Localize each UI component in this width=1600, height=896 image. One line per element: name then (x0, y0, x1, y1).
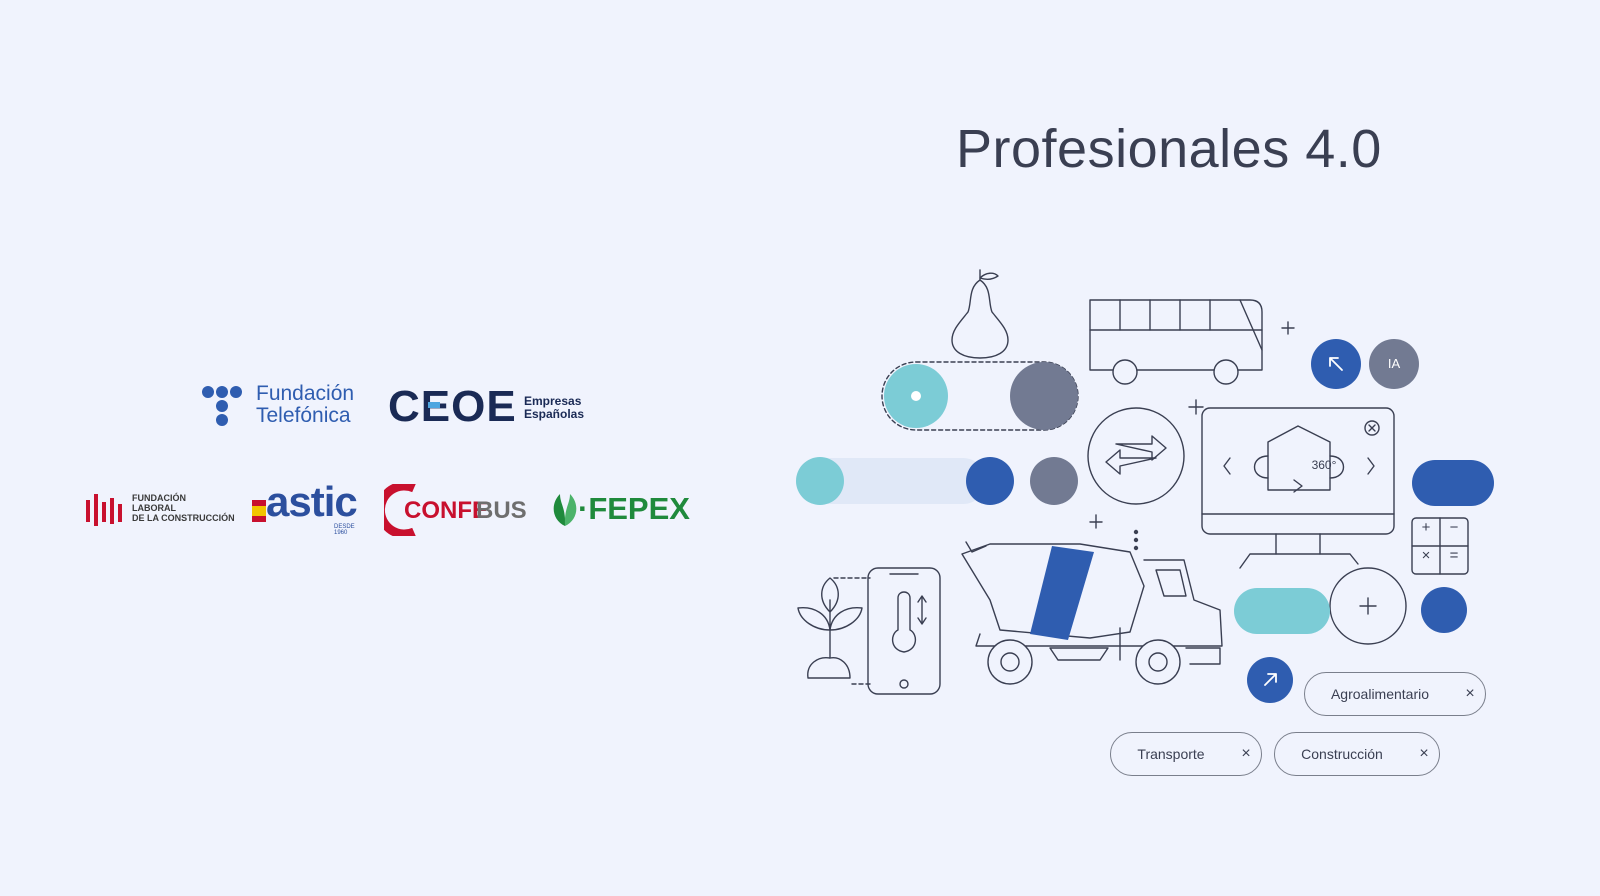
sector-illustration (796, 269, 1494, 703)
fundacion-laboral-line3: DE LA CONSTRUCCIÓN (132, 513, 235, 523)
pear-icon (951, 269, 1009, 359)
blue-pill (1412, 460, 1494, 506)
calc-minus: − (1449, 519, 1459, 536)
chip-construccion[interactable]: Construcción × (1274, 732, 1440, 776)
progress-track (796, 458, 986, 504)
chip-label: Agroalimentario (1330, 686, 1430, 702)
arrow-up-left-icon (1329, 357, 1343, 371)
fepex-leaf-icon (553, 494, 577, 526)
progress-start-dot (796, 457, 844, 505)
astic-sub: DESDE 1960 (334, 524, 355, 536)
page-title: Profesionales 4.0 (956, 119, 1382, 179)
ceoe-logo: CEOE Empresas Españolas (388, 382, 598, 438)
confebus-wordmark-gray: BUS (476, 497, 527, 524)
close-icon[interactable]: × (1465, 685, 1475, 702)
progress-end-dot (966, 457, 1014, 505)
cement-truck-icon (961, 529, 1223, 685)
gray-toggle-knob (1010, 362, 1078, 430)
fundacion-telefonica-mark-icon (202, 386, 242, 426)
phone-thermometer-icon (867, 567, 941, 695)
bus-icon (1089, 299, 1263, 385)
teal-toggle-dot (911, 391, 921, 401)
chip-label: Construcción (1301, 746, 1383, 762)
plant-icon (797, 577, 871, 685)
ceoe-accent-bar (428, 402, 440, 408)
confebus-logo: CONFE BUS (384, 484, 534, 536)
astic-flag-icon (252, 500, 266, 522)
fundacion-telefonica-line2: Telefónica (256, 404, 351, 427)
fundacion-laboral-line1: FUNDACIÓN (132, 493, 186, 503)
confebus-wordmark-red: CONFE (404, 497, 488, 524)
teal-pill (1234, 588, 1330, 634)
close-icon[interactable]: × (1241, 745, 1251, 762)
ceoe-sub2: Españolas (524, 407, 585, 421)
fundacion-telefonica-logo: Fundación Telefónica (200, 382, 370, 434)
chip-agroalimentario[interactable]: Agroalimentario × (1304, 672, 1486, 716)
plus-circle-icon (1329, 567, 1407, 645)
truck-drum-stripe (1030, 546, 1094, 640)
arrow-up-right-icon (1264, 673, 1277, 686)
ia-badge-label: IA (1387, 356, 1401, 371)
calc-plus: + (1421, 519, 1431, 536)
blue-dot (1421, 587, 1467, 633)
astic-logo: astic DESDE 1960 (252, 478, 367, 536)
calc-equals: = (1449, 547, 1459, 564)
ceoe-wordmark: CEOE (388, 382, 517, 431)
gray-dot (1030, 457, 1078, 505)
ia-badge (1369, 339, 1419, 389)
fepex-wordmark: ·FEPEX (578, 491, 690, 526)
close-icon[interactable]: × (1419, 745, 1429, 762)
confebus-c-icon (384, 484, 416, 536)
calc-times: × (1421, 547, 1431, 564)
chip-label: Transporte (1137, 746, 1205, 762)
monitor-icon (1201, 407, 1395, 569)
fundacion-laboral-line2: LABORAL (132, 503, 176, 513)
ceoe-sub1: Empresas (524, 394, 582, 408)
fepex-logo: ·FEPEX (548, 490, 703, 530)
fundacion-laboral-logo: FUNDACIÓN LABORAL DE LA CONSTRUCCIÓN (86, 490, 236, 530)
chip-transporte[interactable]: Transporte × (1110, 732, 1262, 776)
fundacion-telefonica-line1: Fundación (256, 382, 355, 405)
calculator-icon (1411, 517, 1469, 575)
swap-arrows-icon (1087, 407, 1185, 505)
fundacion-laboral-bars-icon (86, 494, 122, 526)
astic-wordmark: astic (266, 478, 358, 525)
degrees-label: 360° (1311, 458, 1337, 472)
sparkle-icon (1089, 321, 1295, 529)
